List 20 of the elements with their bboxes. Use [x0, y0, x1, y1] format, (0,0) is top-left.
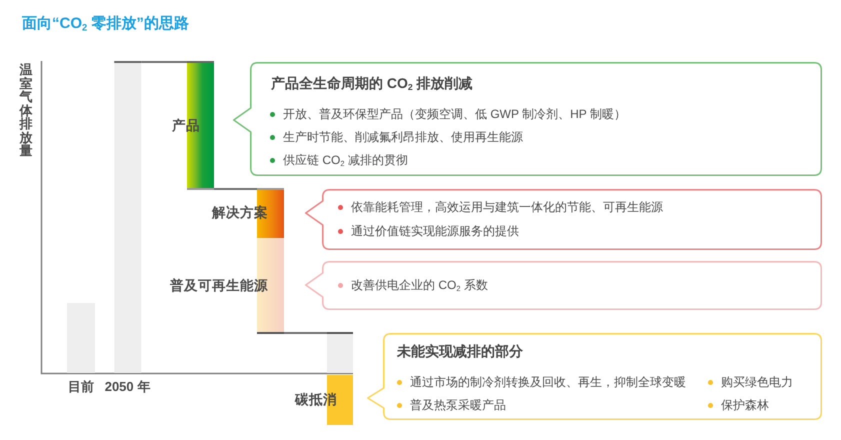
- callout-heading: 产品全生命周期的 CO$_{2}$ 排放削减: [271, 74, 473, 93]
- bar-label: 目前: [68, 378, 94, 396]
- axis-title: 温室气体排放量: [19, 63, 33, 158]
- bar-label: 2050 年: [104, 378, 150, 396]
- bullet-text: 购买绿色电力: [721, 374, 793, 391]
- bullet-text: 通过价值链实现能源服务的提供: [351, 223, 519, 240]
- bullet-text: 依靠能耗管理，高效运用与建筑一体化的节能、可再生能源: [351, 199, 663, 216]
- connector-line: [141, 61, 187, 63]
- bullet-text: 普及热泵采暖产品: [410, 397, 506, 414]
- bullet-text: 通过市场的制冷剂转换及回收、再生，抑制全球变暖: [410, 374, 686, 391]
- bar-label: 普及可再生能源: [170, 277, 268, 295]
- connector-line: [284, 332, 327, 334]
- bullet-text: 改善供电企业的 CO$_{2}$ 系数: [351, 277, 488, 294]
- bullet-text: 生产时节能、削减氟利昂排放、使用再生能源: [283, 129, 523, 146]
- connector-line: [214, 188, 257, 190]
- diagram-title: 面向“CO$_{2}$ 零排放”的思路: [22, 14, 189, 34]
- callout-heading: 未能实现减排的部分: [397, 342, 523, 361]
- bullet-text: 保护森林: [721, 397, 769, 414]
- bullet-text: 开放、普及环保型产品（变频空调、低 GWP 制冷剂、HP 制暖）: [283, 106, 626, 123]
- bullet-text: 供应链 CO$_{2}$ 减排的贯彻: [283, 152, 408, 169]
